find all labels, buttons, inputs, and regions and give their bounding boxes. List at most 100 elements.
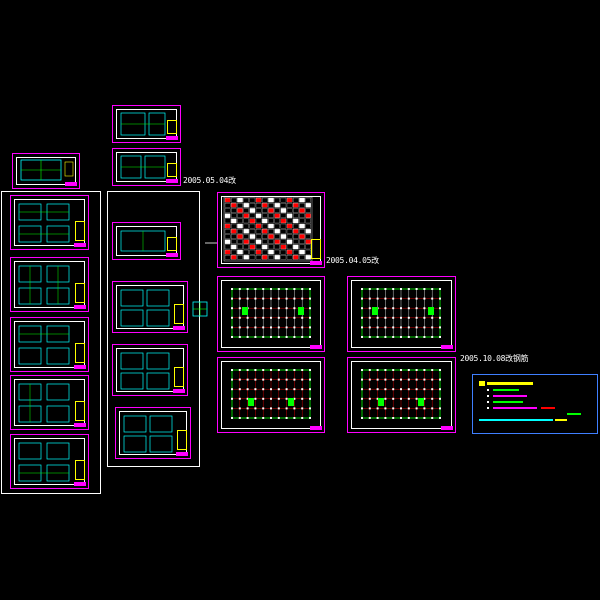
table-cell	[237, 234, 243, 239]
table-cell	[299, 255, 305, 260]
column-marker	[400, 388, 402, 391]
table-cell	[274, 234, 280, 239]
table-cell	[293, 213, 299, 218]
column-marker	[423, 388, 426, 391]
revision-label-2: 2005.04.05改	[326, 256, 379, 265]
column-marker	[309, 316, 311, 319]
floor-plan-drawing	[361, 288, 441, 338]
table-cell	[268, 218, 274, 224]
sheet-left-5[interactable]	[10, 434, 89, 489]
column-marker	[392, 336, 395, 338]
table-cell	[237, 197, 243, 203]
sheet-mid-2[interactable]	[112, 281, 188, 333]
table-cell	[299, 249, 305, 255]
column-marker	[309, 326, 311, 329]
sheet-mid-top-1[interactable]	[112, 105, 181, 143]
column-marker	[262, 336, 265, 338]
table-cell	[268, 229, 274, 234]
table-cell	[237, 249, 243, 255]
sheet-mid-4[interactable]	[115, 407, 191, 459]
sheet-mid-3[interactable]	[112, 344, 188, 396]
table-cell	[268, 244, 274, 250]
table-cell	[243, 213, 249, 218]
sheet-left-2[interactable]	[10, 257, 89, 312]
table-cell	[280, 223, 287, 229]
column-marker	[254, 378, 257, 381]
column-marker	[392, 297, 395, 300]
column-marker	[415, 369, 418, 371]
table-cell	[255, 208, 262, 213]
sheet-drawing	[18, 442, 70, 482]
column-marker	[368, 326, 371, 329]
table-cell	[299, 213, 305, 218]
table-cell	[299, 218, 305, 224]
table-cell	[231, 197, 237, 203]
table-cell	[305, 229, 311, 234]
column-marker	[407, 288, 410, 290]
sheet-left-4[interactable]	[10, 375, 89, 430]
column-marker	[301, 388, 304, 391]
table-cell	[224, 218, 231, 224]
table-cell	[224, 255, 231, 260]
table-cell	[268, 208, 274, 213]
column-marker	[277, 417, 280, 419]
table-cell	[293, 203, 299, 208]
column-marker	[231, 297, 233, 300]
column-marker	[400, 288, 402, 290]
column-marker	[368, 336, 371, 338]
column-marker	[392, 378, 395, 381]
column-marker	[376, 388, 379, 391]
table-cell	[262, 208, 268, 213]
table-cell	[286, 244, 293, 250]
column-marker	[254, 326, 257, 329]
column-marker	[368, 288, 371, 290]
table-cell	[280, 255, 287, 260]
column-marker	[231, 388, 233, 391]
table-cell	[305, 239, 311, 244]
table-cell	[274, 203, 280, 208]
table-cell	[255, 255, 262, 260]
table-cell	[249, 239, 256, 244]
column-marker	[415, 417, 418, 419]
column-marker	[231, 326, 233, 329]
column-marker	[285, 369, 288, 371]
table-cell	[293, 255, 299, 260]
table-cell	[293, 239, 299, 244]
column-marker	[400, 417, 402, 419]
column-marker	[309, 369, 311, 371]
table-cell	[255, 234, 262, 239]
floor-plan-sheet-3[interactable]	[347, 276, 456, 352]
column-marker	[254, 336, 257, 338]
sheet-mid-1[interactable]	[112, 222, 181, 260]
floor-plan-sheet-4[interactable]	[347, 357, 456, 433]
sheet-left-3[interactable]	[10, 317, 89, 372]
column-marker	[277, 316, 280, 319]
column-marker	[231, 369, 233, 371]
column-marker	[407, 316, 410, 319]
column-marker	[400, 316, 402, 319]
sheet-left-1[interactable]	[10, 195, 89, 250]
table-cell	[268, 255, 274, 260]
sheet-drawing	[120, 352, 170, 390]
column-marker	[423, 369, 426, 371]
column-marker	[376, 316, 379, 319]
column-marker	[439, 397, 441, 400]
column-marker	[407, 369, 410, 371]
sheet-mid-top-2[interactable]	[112, 148, 181, 186]
column-marker	[384, 397, 387, 400]
floor-plan-sheet-2[interactable]	[217, 357, 325, 433]
schedule-table-sheet[interactable]	[217, 192, 325, 268]
column-marker	[415, 288, 418, 290]
plan-block	[298, 307, 304, 315]
table-cell	[249, 255, 256, 260]
column-marker	[392, 417, 395, 419]
column-marker	[285, 397, 288, 400]
table-cell	[280, 208, 287, 213]
sheet-top-left[interactable]	[12, 153, 80, 189]
table-cell	[224, 203, 231, 208]
column-marker	[238, 297, 241, 300]
floor-plan-sheet-1[interactable]	[217, 276, 325, 352]
column-marker	[384, 326, 387, 329]
table-cell	[255, 213, 262, 218]
column-marker	[254, 288, 257, 290]
